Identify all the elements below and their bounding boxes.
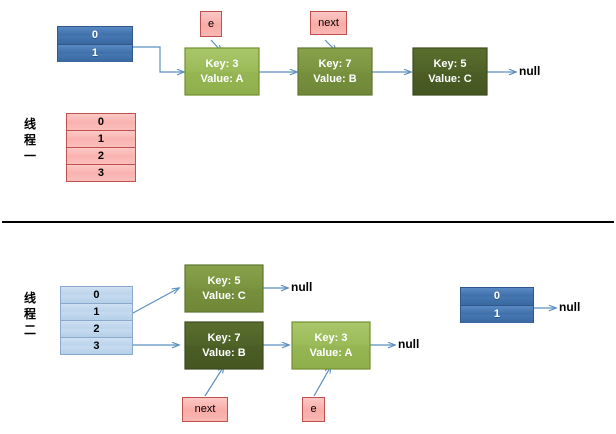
node-key7-bottom[interactable]: Key: 7 Value: B — [185, 322, 263, 369]
node-key5[interactable]: Key: 5 Value: C — [413, 48, 487, 95]
node-key3-value: Value: A — [200, 72, 244, 85]
bucket-cell-1[interactable]: 1 — [58, 45, 132, 62]
pointer-e-bottom[interactable]: e — [302, 397, 325, 422]
node-key7-key: Key: 7 — [318, 57, 352, 70]
connector-table-to-key3 — [133, 46, 184, 72]
index-cell-3[interactable]: 3 — [67, 165, 135, 181]
index-cell-1[interactable]: 1 — [67, 131, 135, 148]
thread-two-label-char-0: 线 — [23, 291, 36, 305]
thread-two-label: 线 程 二 — [22, 291, 38, 338]
node-key3-bottom[interactable]: Key: 3 Value: A — [292, 322, 370, 369]
null-terminal-key3: null — [398, 337, 420, 351]
pointer-e[interactable]: e — [200, 11, 222, 37]
index-table-pink[interactable]: 0 1 2 3 — [66, 113, 136, 182]
node-key3-bottom-value: Value: A — [309, 346, 353, 359]
bucket-right-cell-1[interactable]: 1 — [461, 306, 533, 323]
bucket-light-cell-1[interactable]: 1 — [61, 304, 132, 321]
node-key5-bottom-shape — [184, 264, 264, 313]
node-key7-bottom-key: Key: 7 — [207, 331, 241, 344]
node-key7-bottom-shape — [184, 321, 264, 370]
node-key7-shape — [297, 47, 373, 96]
node-key3-bottom-shape — [291, 321, 371, 370]
node-key3[interactable]: Key: 3 Value: A — [185, 48, 259, 95]
thread-one-label-char-0: 线 — [23, 117, 36, 131]
thread-one-label: 线 程 一 — [22, 117, 38, 164]
pointer-next[interactable]: next — [310, 11, 347, 35]
node-key3-bottom-key: Key: 3 — [314, 331, 348, 344]
bucket-right-cell-0[interactable]: 0 — [461, 288, 533, 306]
node-key7[interactable]: Key: 7 Value: B — [298, 48, 372, 95]
null-terminal-table: null — [559, 300, 581, 314]
null-terminal-key5: null — [291, 280, 313, 294]
thread-two-label-char-1: 程 — [23, 306, 36, 321]
node-key5-bottom-value: Value: C — [202, 289, 246, 302]
connector-e-to-key3-bottom — [313, 366, 331, 397]
index-cell-0[interactable]: 0 — [67, 114, 135, 131]
bucket-table-dark-right[interactable]: 0 1 — [460, 287, 534, 323]
node-key5-bottom-key: Key: 5 — [207, 274, 241, 287]
thread-two-label-char-2: 二 — [23, 322, 36, 337]
node-key7-value: Value: B — [313, 72, 357, 85]
index-cell-2[interactable]: 2 — [67, 148, 135, 165]
bucket-cell-0[interactable]: 0 — [58, 27, 132, 45]
connector-next-to-key7-bottom — [204, 366, 224, 397]
node-key5-bottom[interactable]: Key: 5 Value: C — [185, 265, 263, 312]
thread-one-label-char-1: 程 — [23, 132, 36, 147]
bucket-light-cell-2[interactable]: 2 — [61, 321, 132, 338]
bucket-light-cell-3[interactable]: 3 — [61, 338, 132, 354]
null-terminal: null — [519, 64, 541, 78]
node-key5-value: Value: C — [428, 72, 472, 85]
node-key5-shape — [412, 47, 488, 96]
bucket-light-cell-0[interactable]: 0 — [61, 287, 132, 304]
bucket-table-dark[interactable]: 0 1 — [57, 26, 133, 62]
node-key3-key: Key: 3 — [205, 57, 239, 70]
node-key3-shape — [184, 47, 260, 96]
thread-one-label-char-2: 一 — [23, 148, 36, 163]
node-key7-bottom-value: Value: B — [202, 346, 246, 359]
pointer-next-bottom[interactable]: next — [182, 397, 228, 422]
bucket-table-light[interactable]: 0 1 2 3 — [60, 286, 133, 355]
node-key5-key: Key: 5 — [433, 57, 467, 70]
connector-table-to-key5 — [132, 288, 179, 314]
